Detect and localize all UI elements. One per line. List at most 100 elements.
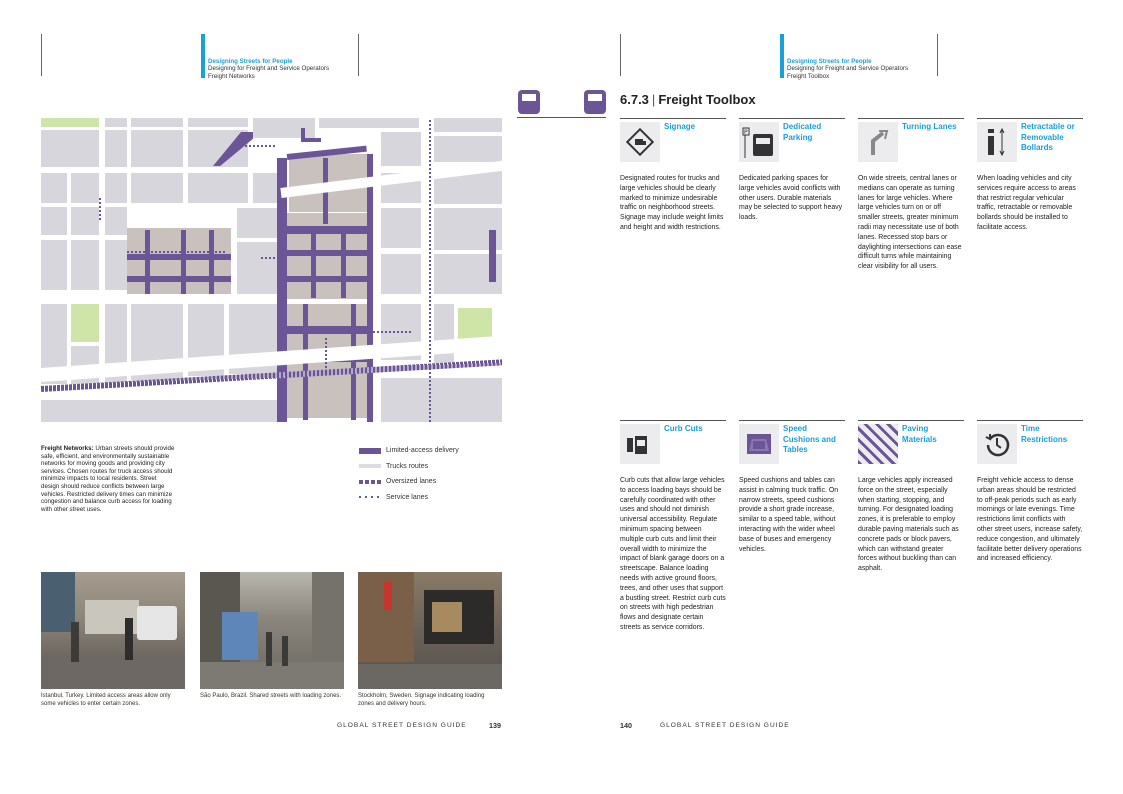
photo-boxes — [432, 602, 462, 632]
page-number-right: 140 — [620, 721, 632, 730]
map-block — [105, 207, 127, 235]
service-lane — [429, 118, 431, 422]
photo-street — [200, 662, 344, 689]
tool-title: Speed Cushions and Tables — [783, 424, 836, 454]
map-block — [105, 118, 127, 127]
tool-title: Retractable or Removable Bollards — [1021, 122, 1075, 152]
limited-access-street — [301, 138, 321, 142]
map-block — [71, 173, 99, 203]
curb-cut-icon — [620, 424, 660, 464]
map-block — [319, 118, 419, 128]
limited-access-street — [209, 230, 214, 294]
service-lane — [373, 331, 413, 333]
tool-body: When loading vehicles and city services … — [977, 175, 1076, 231]
service-lane — [325, 336, 327, 368]
legend-swatch-oversized — [359, 479, 381, 484]
photo-street — [41, 656, 185, 689]
limited-access-street — [301, 128, 305, 142]
map-block — [131, 118, 183, 127]
tool-body: Large vehicles apply increased force on … — [858, 477, 959, 573]
photo-person — [125, 618, 133, 660]
photo-truck — [137, 606, 177, 640]
tool-title: Time Restrictions — [1021, 424, 1068, 444]
photo-caption: Stockholm, Sweden. Signage indicating lo… — [358, 693, 485, 707]
map-block — [381, 208, 421, 248]
map-block — [71, 240, 99, 290]
footer-left: GLOBAL STREET DESIGN GUIDE — [337, 722, 467, 729]
footer-right: GLOBAL STREET DESIGN GUIDE — [660, 722, 790, 729]
limited-access-street — [287, 276, 373, 282]
svg-text:P: P — [744, 129, 748, 136]
intro-lead: Freight Networks: — [41, 445, 94, 452]
photo-stockholm — [358, 572, 502, 689]
tool-body: Speed cushions and tables can assist in … — [739, 477, 839, 553]
map-block — [41, 400, 281, 422]
map-block — [41, 207, 67, 235]
intro-text: Urban streets should provide safe, effic… — [41, 445, 175, 513]
tool-bollards: Retractable or Removable Bollards When l… — [977, 118, 1083, 233]
photo-sao-paulo — [200, 572, 344, 689]
photo-storefront — [41, 572, 75, 632]
tool-title: Paving Materials — [902, 424, 937, 444]
photo-istanbul — [41, 572, 185, 689]
legend-label: Service lanes — [386, 493, 429, 501]
intro-paragraph: Freight Networks: Urban streets should p… — [41, 445, 176, 513]
limited-access-street — [181, 230, 186, 294]
truck-icon — [518, 90, 540, 114]
map-block — [188, 118, 248, 127]
header-rule — [937, 34, 938, 76]
legend-item: Limited-access delivery — [359, 443, 459, 459]
running-header-right: Designing Streets for People Designing f… — [787, 58, 908, 80]
truck-parking-icon: P — [739, 122, 779, 162]
limited-access-street — [287, 226, 373, 234]
legend-item: Oversized lanes — [359, 474, 459, 490]
title-text: Freight Toolbox — [658, 92, 756, 107]
truck-icon — [584, 90, 606, 114]
tool-body: Designated routes for trucks and large v… — [620, 175, 724, 231]
page-number-left: 139 — [489, 721, 501, 730]
map-block — [381, 132, 421, 166]
map-block — [434, 136, 502, 162]
limited-access-street — [311, 234, 316, 298]
bollard-icon — [977, 122, 1017, 162]
photo-street — [358, 664, 502, 689]
tool-body: Freight vehicle access to dense urban ar… — [977, 477, 1083, 563]
freight-network-map — [41, 118, 502, 422]
map-block — [105, 173, 127, 203]
limited-access-street — [341, 234, 346, 298]
legend-item: Service lanes — [359, 490, 459, 506]
legend-swatch-trucks — [359, 464, 381, 469]
legend-label: Limited-access delivery — [386, 447, 459, 455]
map-block — [237, 242, 281, 294]
tool-title: Turning Lanes — [902, 122, 957, 131]
map-block — [41, 173, 67, 203]
tool-title: Curb Cuts — [664, 424, 703, 433]
map-block — [237, 208, 281, 238]
limited-access-street — [145, 230, 150, 294]
map-block — [381, 254, 421, 294]
map-block — [188, 173, 248, 203]
legend-swatch-service — [359, 496, 381, 499]
map-block — [41, 118, 99, 127]
header-section: Designing Streets for People — [208, 58, 293, 65]
tool-signage: Signage Designated routes for trucks and… — [620, 118, 726, 233]
running-header-left: Designing Streets for People Designing f… — [208, 58, 329, 80]
map-block — [381, 378, 502, 422]
photo-person — [282, 636, 288, 666]
left-margin-rule — [41, 34, 42, 76]
map-block — [71, 207, 99, 235]
tool-body: Dedicated parking spaces for large vehic… — [739, 175, 843, 222]
photo-caption: São Paulo, Brazil. Shared streets with l… — [200, 693, 342, 699]
service-lane — [237, 145, 277, 147]
tool-title: Dedicated Parking — [783, 122, 822, 142]
map-block — [131, 130, 183, 167]
header-sub2: Freight Toolbox — [787, 72, 830, 80]
map-block — [71, 304, 99, 342]
clock-restriction-icon — [977, 424, 1017, 464]
service-lane — [261, 257, 281, 259]
limited-access-street — [127, 276, 231, 282]
map-block — [127, 228, 231, 294]
service-lane — [99, 198, 101, 220]
gutter-rule — [517, 117, 606, 118]
limited-access-street — [287, 250, 373, 256]
